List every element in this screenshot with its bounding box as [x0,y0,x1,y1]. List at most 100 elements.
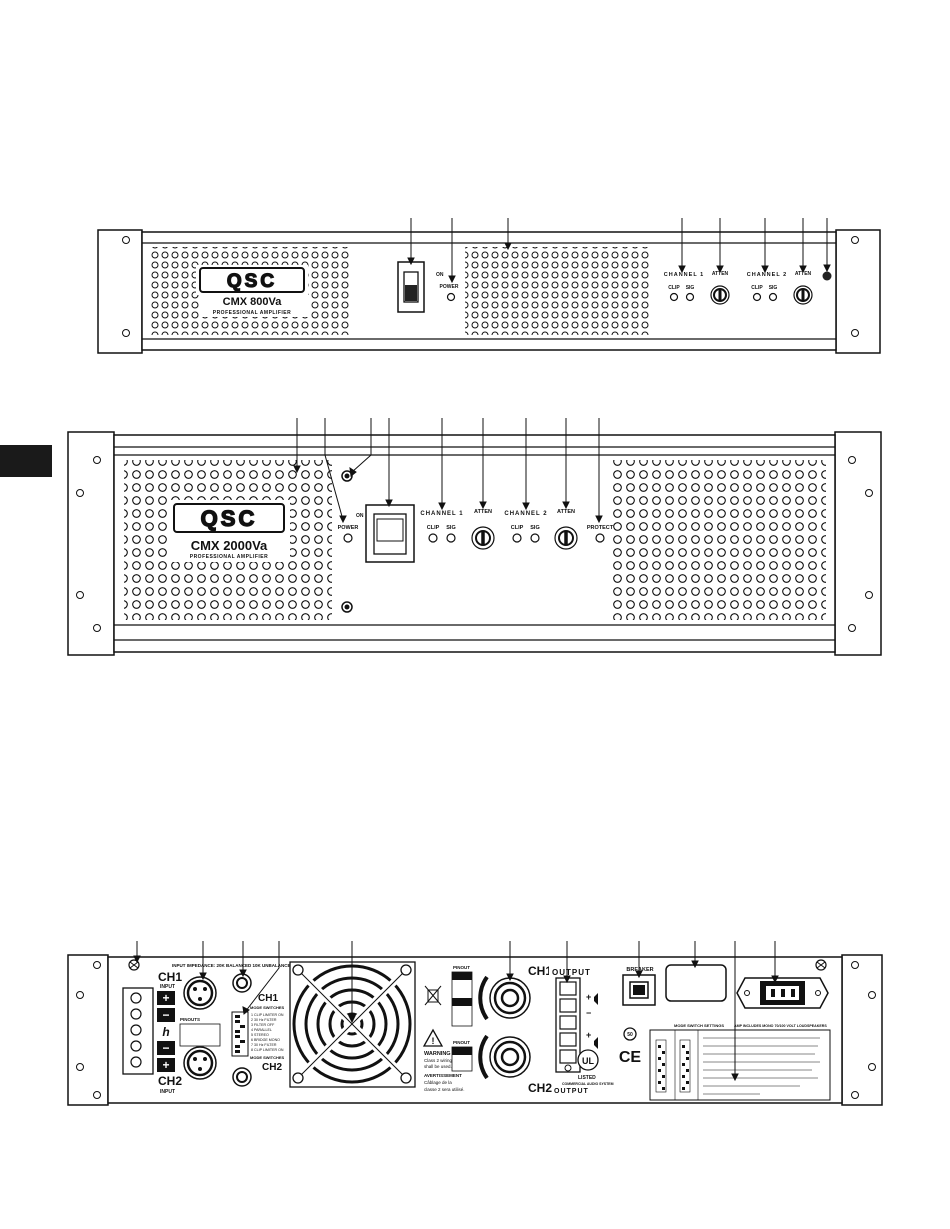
rear-bridge-mono-title: AMP INCLUDES MONO 70/100 VOLT LOUDSPEAKE… [734,1024,827,1028]
rear-ch1-output-sub: OUTPUT [552,968,591,977]
rear-mode-item: 6 BRIDGE MONO [251,1038,280,1042]
rear-ch1-xlr-connector-icon [183,976,217,1010]
rear-iec-power-inlet-icon [736,977,829,1009]
rear-ch2-trs-jack-icon [232,1067,252,1087]
rear-ch2-output-label: CH2 [528,1081,552,1095]
amp1-mount-hole [851,236,859,244]
amp1-front-panel: QSC CMX 800Va PROFESSIONAL AMPLIFIER ON … [97,218,881,354]
amp2-ch2-sig-led-icon [530,533,540,543]
rear-ul-listed-icon: UL [577,1049,599,1071]
rear-panel: INPUT IMPEDANCE: 20K BALANCED 10K UNBALA… [67,941,883,1106]
amp1-on-label: ON [436,272,444,278]
amp2-mount-hole [76,489,84,497]
rear-rack-ear-right [841,954,883,1106]
rear-mode-item: 7 30 Hz FILTER [251,1043,277,1047]
rear-ce-mark-icon: CE [619,1049,642,1066]
amp2-mount-hole [93,624,101,632]
rear-avert-title: AVERTISSEMENT [424,1073,462,1078]
amp2-ch2-sig-label: SIG [530,525,539,531]
amp2-ch1-atten-label: ATTEN [474,509,492,515]
amp2-ch2-atten-label: ATTEN [557,509,575,515]
amp1-channel2-label: CHANNEL 2 [747,272,787,278]
rear-ch1-input-sub: INPUT [160,984,175,990]
svg-text:50: 50 [627,1032,633,1038]
amp2-ch2-attenuator-knob-icon [554,526,578,550]
rear-ch1-output-label: CH1 [528,964,552,978]
rear-ch1-speakon-connector-icon [478,975,531,1021]
amp2-ch1-attenuator-knob-icon [471,526,495,550]
rear-ch2-xlr-connector-icon [183,1046,217,1080]
amp2-ch1-clip-led-icon [428,533,438,543]
rear-rack-ear-left [67,954,109,1106]
amp1-ch2-clip-led-icon [752,292,762,302]
svg-text:UL: UL [582,1056,594,1066]
rear-avert-line1: Câblage de la [424,1080,452,1085]
amp1-ch1-sig-led-icon [685,292,695,302]
amp1-mount-hole [122,236,130,244]
amp2-model-text: CMX 2000Va [191,538,268,553]
rear-weee-bin-icon [424,985,442,1006]
amp2-ch1-clip-label: CLIP [427,525,440,531]
svg-text:−: − [162,1041,169,1055]
amp2-subtitle-text: PROFESSIONAL AMPLIFIER [190,554,269,560]
rear-ch1-input-label: CH1 [158,970,182,984]
amp1-ch2-sig-label: SIG [769,285,778,291]
amp1-qsc-logo [199,267,305,293]
amp2-ch1-sig-label: SIG [446,525,455,531]
amp1-power-led-icon [446,292,456,302]
rear-warning-line2: shall be used. [424,1064,452,1069]
amp2-mount-hole [848,456,856,464]
svg-text:+: + [586,992,591,1002]
rear-listed-sub: COMMERCIAL AUDIO SYSTEM [562,1082,614,1086]
rear-pinouts-label: PINOUTS [180,1017,200,1022]
rear-pinout-label-2: PINOUT [453,1040,470,1045]
amp2-mount-hole [93,456,101,464]
amp2-mount-hole [865,489,873,497]
rear-ch2-input-sub: INPUT [160,1089,175,1095]
rear-serial-label-plate [665,964,727,1002]
rear-input-barrier-strip: + − h − + [122,987,175,1075]
amp2-ch2-clip-led-icon [512,533,522,543]
amp2-channel1-label: CHANNEL 1 [420,511,463,517]
rear-rohs-icon: 50 [623,1027,637,1041]
amp1-ch1-attenuator-knob-icon [710,285,730,305]
amp2-protect-label: PROTECT [587,525,614,531]
rear-mode-settings-table [649,1029,831,1101]
rear-mode-list: 1 CLIP LIMITER ON 2 30 Hz FILTER 3 FILTE… [251,1013,284,1052]
rear-mode-item: 4 PARALLEL [251,1028,272,1032]
rear-ch2-input-label: CH2 [158,1074,182,1088]
amp1-ch1-sig-label: SIG [686,285,695,291]
svg-text:+: + [162,1058,169,1072]
amp1-ch1-atten-label: ATTEN [712,271,729,277]
amp2-channel2-label: CHANNEL 2 [504,511,547,517]
amp1-ch2-atten-label: ATTEN [795,271,812,277]
amp2-rack-ear-left [67,431,115,656]
rear-mode-item: 3 FILTER OFF [251,1023,275,1027]
rear-screw-icon [128,959,827,971]
amp1-model-text: CMX 800Va [223,296,283,308]
rear-warning-triangle-icon: ! [422,1028,444,1047]
rear-mode-ch2-label: CH2 [262,1062,282,1073]
rear-callout-lines [133,941,779,1082]
rear-mode-item: 8 CLIP LIMITER ON [251,1048,284,1052]
rear-mode-switches-label-2: MODE SWITCHES [250,1055,285,1060]
amp1-mount-hole [851,329,859,337]
rear-ch2-speakon-connector-icon [478,1034,531,1080]
amp2-rack-ear-right [834,431,882,656]
amp1-ch2-attenuator-knob-icon [793,285,813,305]
amp2-mount-hole [76,591,84,599]
amp2-mount-hole [848,624,856,632]
amp2-power-label: POWER [338,525,359,531]
svg-text:!: ! [432,1036,435,1046]
rear-avert-line2: classe 2 sera utilisé. [424,1087,465,1092]
svg-text:−: − [586,1008,591,1018]
rear-mode-settings-title: MODE SWITCH SETTINGS [674,1023,724,1028]
rear-mode-item: 5 STEREO [251,1033,269,1037]
amp1-callout-lines [407,218,831,284]
rear-mode-item: 2 30 Hz FILTER [251,1018,277,1022]
amp2-brand-text: QSC [201,506,258,531]
rear-warning-line1: Class 2 wiring [424,1058,453,1063]
amp1-ch1-clip-led-icon [669,292,679,302]
svg-text:h: h [162,1025,169,1039]
